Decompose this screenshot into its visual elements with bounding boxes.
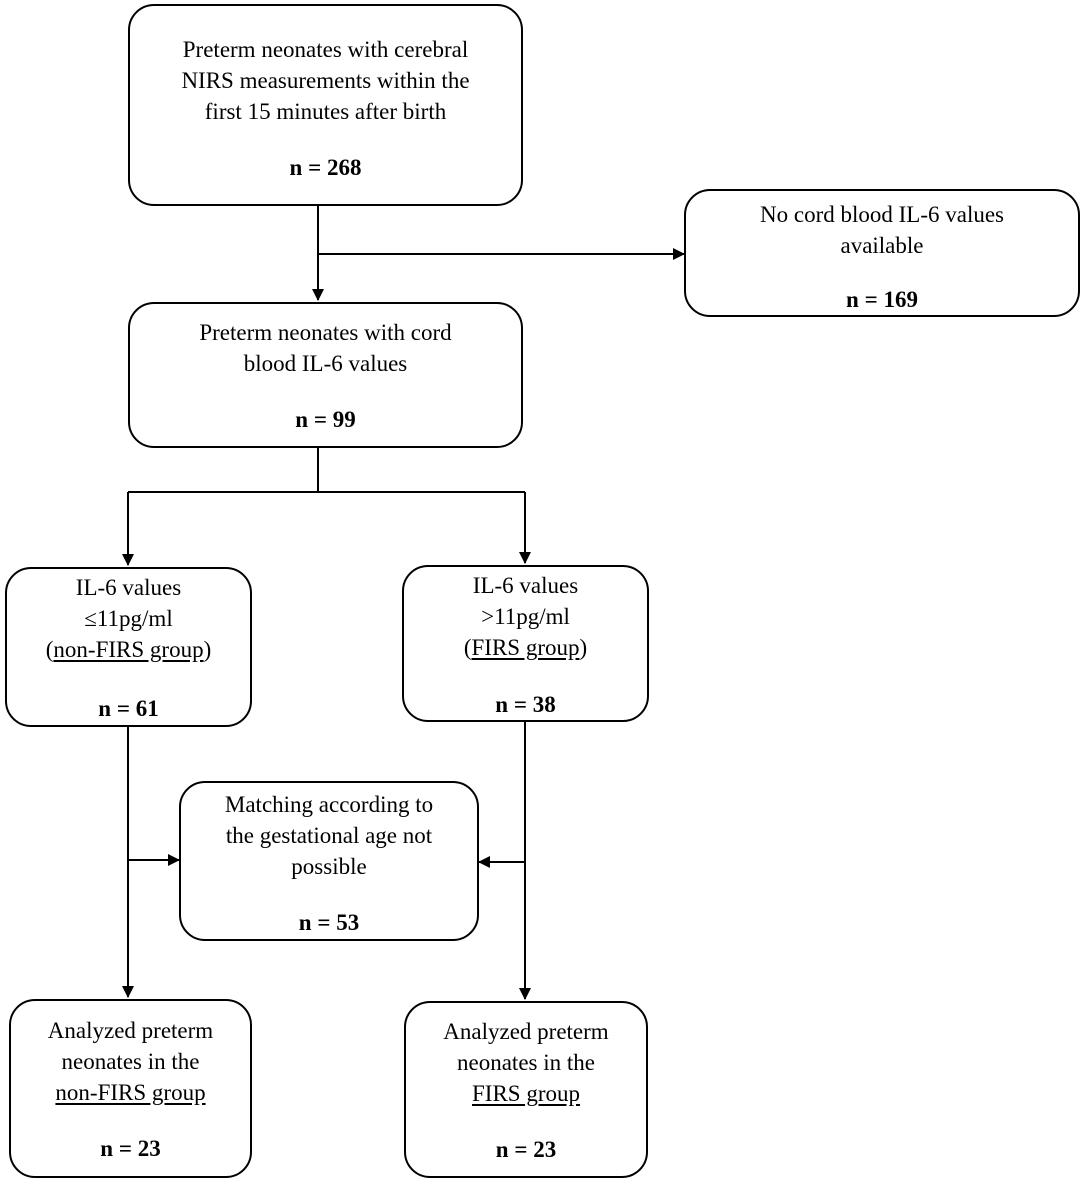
count-label: n = 61 bbox=[98, 696, 159, 721]
box-analyzed-non-firs: Analyzed preterm neonates in the non-FIR… bbox=[9, 999, 252, 1178]
box-text: Preterm neonates with cord blood IL-6 va… bbox=[199, 320, 452, 376]
box-no-cord-blood-il6: No cord blood IL-6 values available n = … bbox=[684, 189, 1080, 317]
group-label: non-FIRS group bbox=[53, 637, 204, 662]
count-label: n = 53 bbox=[298, 910, 360, 935]
box-text: Analyzed preterm neonates in the FIRS gr… bbox=[443, 1019, 609, 1106]
group-label: non-FIRS group bbox=[55, 1080, 206, 1105]
box-text: Analyzed preterm neonates in the non-FIR… bbox=[47, 1018, 214, 1105]
box-preterm-neonates-nirs: Preterm neonates with cerebral NIRS meas… bbox=[128, 4, 523, 206]
box-text: IL-6 values ≤11pg/ml (non-FIRS group) bbox=[45, 575, 212, 662]
count-label: n = 268 bbox=[289, 155, 362, 180]
box-analyzed-firs: Analyzed preterm neonates in the FIRS gr… bbox=[404, 1001, 648, 1178]
count-label: n = 38 bbox=[495, 692, 556, 717]
count-label: n = 99 bbox=[295, 407, 356, 432]
count-label: n = 23 bbox=[100, 1136, 161, 1161]
box-non-firs-group: IL-6 values ≤11pg/ml (non-FIRS group) n … bbox=[5, 567, 252, 727]
count-label: n = 23 bbox=[495, 1137, 557, 1162]
group-label: FIRS group bbox=[472, 1081, 580, 1106]
box-preterm-with-cord-blood-il6: Preterm neonates with cord blood IL-6 va… bbox=[128, 302, 523, 448]
box-matching-not-possible: Matching according to the gestational ag… bbox=[179, 781, 479, 941]
box-text: Preterm neonates with cerebral NIRS meas… bbox=[181, 37, 470, 124]
box-firs-group: IL-6 values >11pg/ml (FIRS group) n = 38 bbox=[402, 565, 649, 722]
count-label: n = 169 bbox=[846, 287, 918, 312]
group-label: FIRS group bbox=[471, 635, 580, 660]
box-text: IL-6 values >11pg/ml (FIRS group) bbox=[463, 573, 588, 660]
box-text: No cord blood IL-6 values available bbox=[760, 202, 1004, 258]
box-text: Matching according to the gestational ag… bbox=[224, 792, 434, 879]
